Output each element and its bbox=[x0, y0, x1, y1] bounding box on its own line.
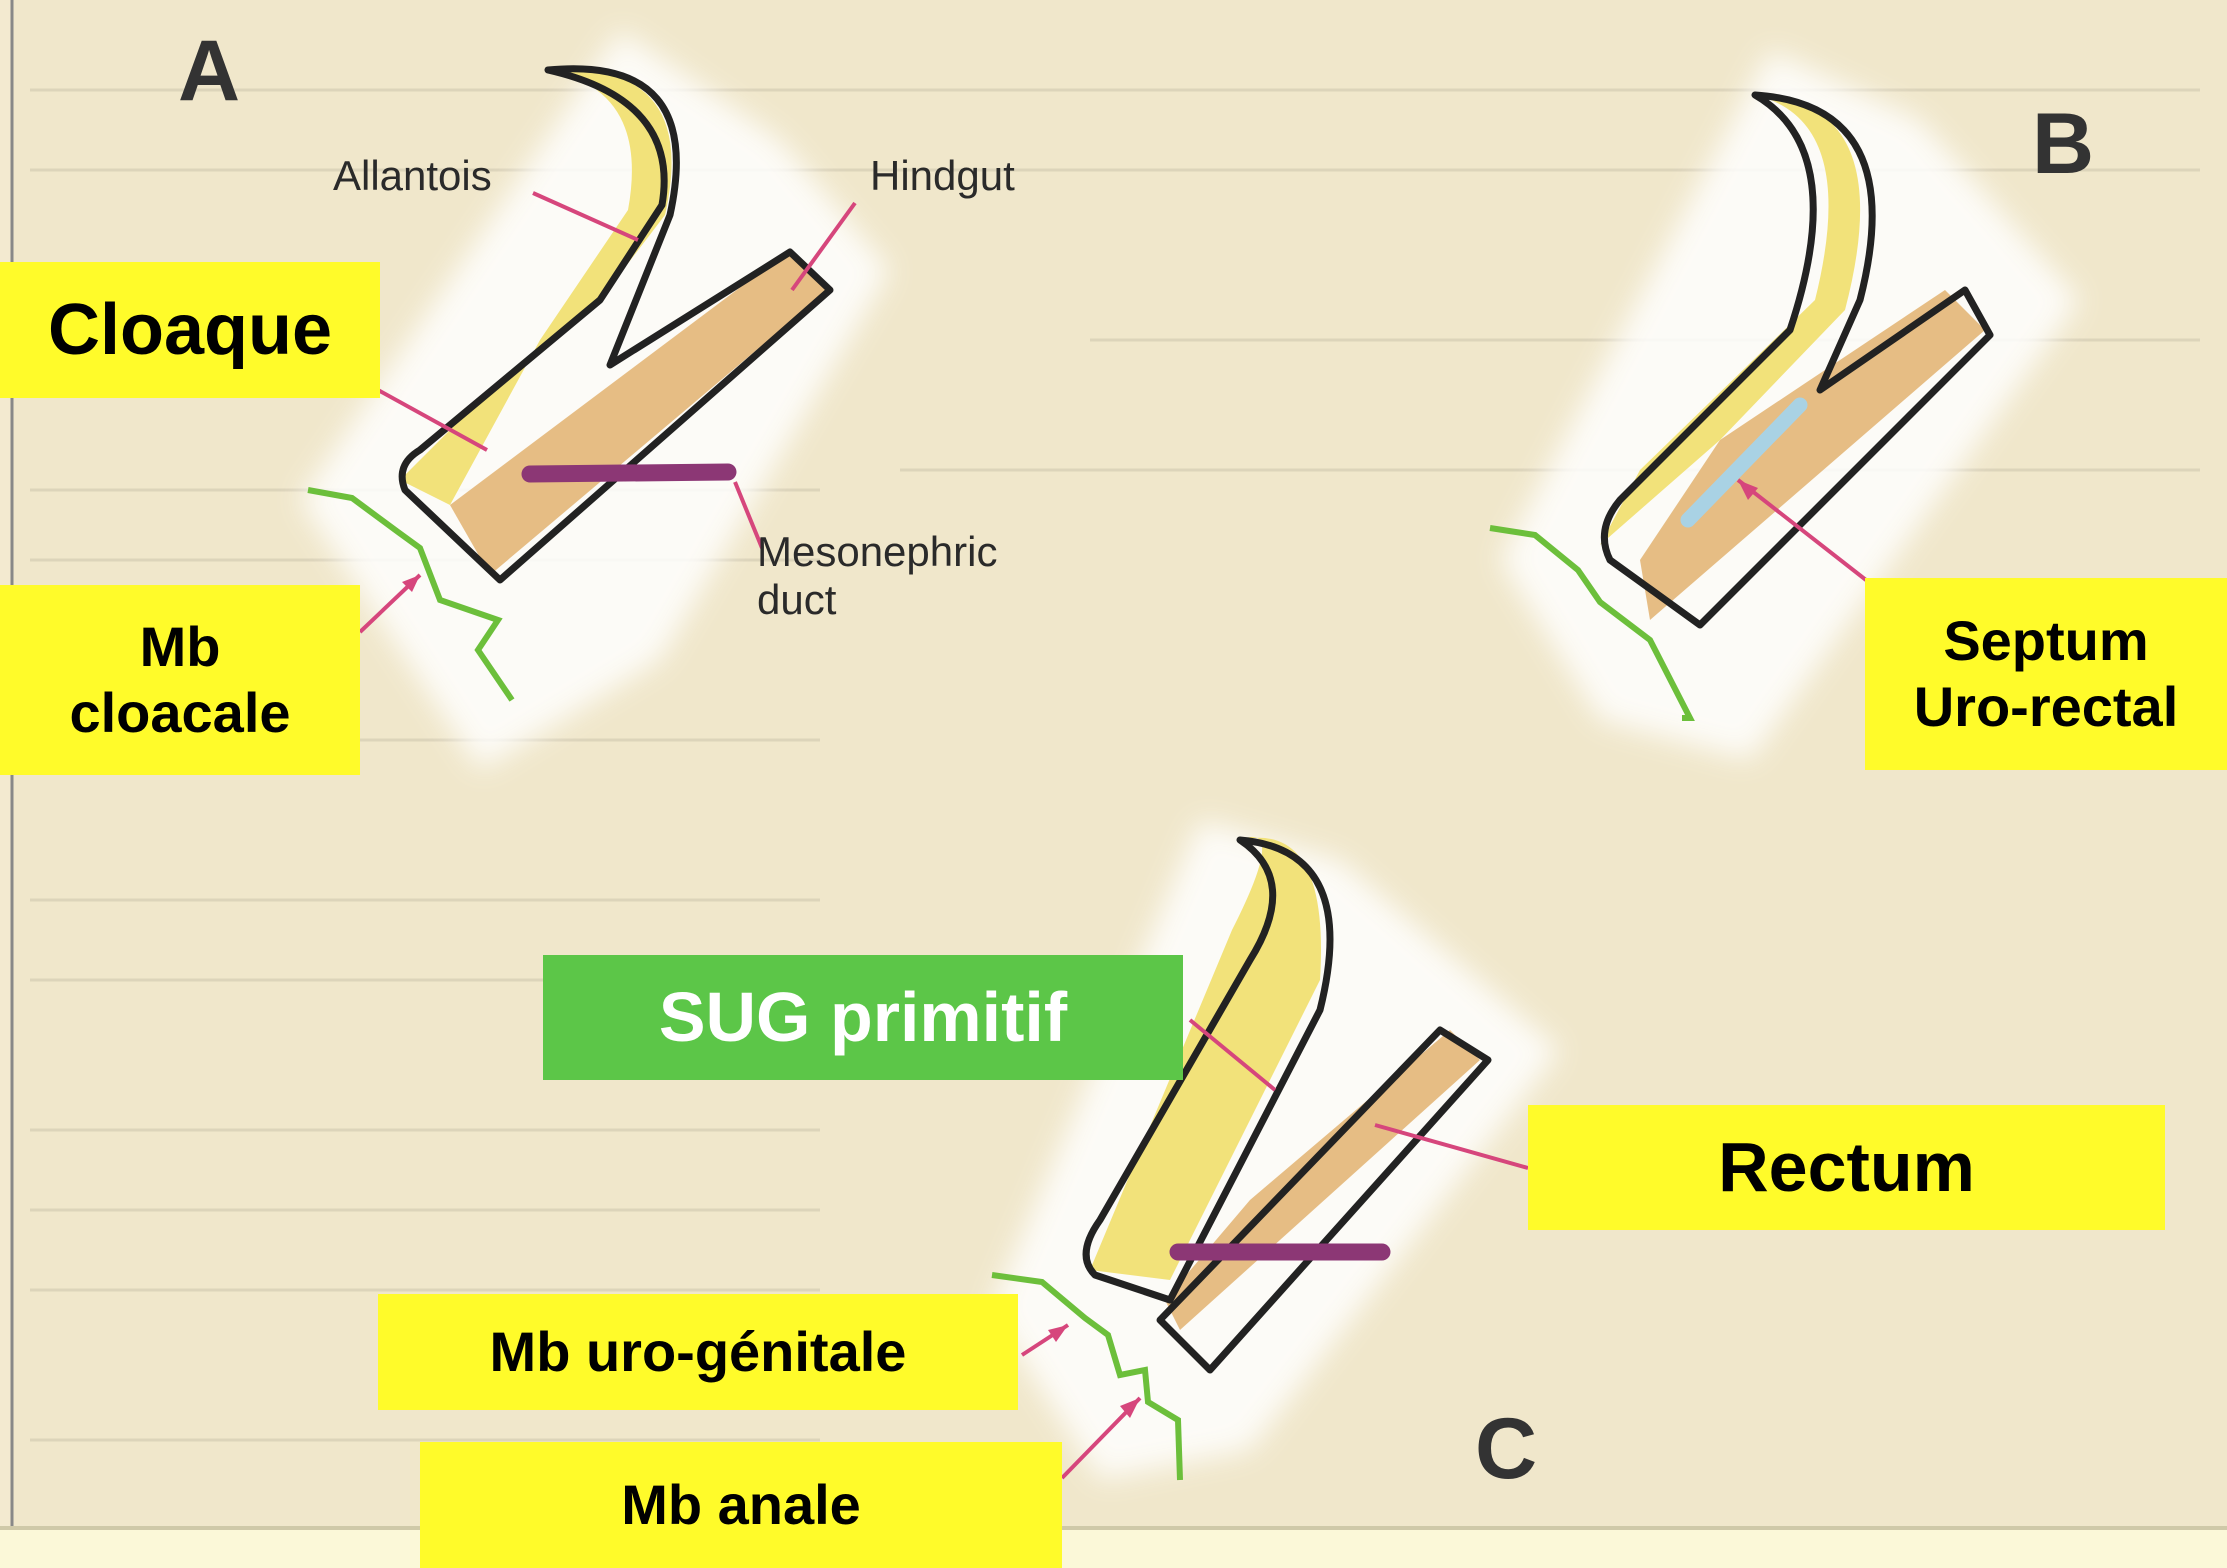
pointer-mesonephric-duct bbox=[733, 481, 764, 549]
panel-c-rectum-outline bbox=[1156, 1026, 1492, 1374]
pointer-septum-head bbox=[1738, 480, 1758, 500]
panel-a-cloaca bbox=[307, 65, 857, 702]
pointer-septum bbox=[1736, 478, 1868, 582]
panel-b-cloacal-membrane bbox=[1489, 525, 1695, 721]
label-sug-primitif: SUG primitif bbox=[543, 955, 1183, 1080]
pointer-sug-primitif bbox=[1188, 1018, 1277, 1092]
pointer-mb-uro-genitale-head bbox=[1048, 1325, 1068, 1342]
pointer-allantois bbox=[532, 191, 639, 242]
panel-letter-a: A bbox=[178, 23, 241, 119]
label-rectum: Rectum bbox=[1528, 1105, 2165, 1230]
label-cloaque: Cloaque bbox=[0, 262, 380, 398]
label-mb-cloacale: Mb cloacale bbox=[0, 585, 360, 775]
panel-b-cloaca bbox=[1489, 91, 1994, 721]
panel-c-membranes bbox=[991, 1272, 1183, 1481]
panel-a-hindgut-region bbox=[450, 250, 830, 575]
pointer-mb-anale-head bbox=[1120, 1398, 1140, 1418]
label-mb-anale: Mb anale bbox=[420, 1442, 1062, 1568]
panel-b-urogenital-region bbox=[1600, 95, 1861, 545]
panel-b-septum bbox=[1680, 397, 1808, 528]
pointer-mb-cloacale-head bbox=[402, 575, 420, 592]
label-allantois: Allantois bbox=[333, 152, 492, 199]
panel-a-cloacal-membrane bbox=[307, 487, 515, 702]
pointer-rectum bbox=[1374, 1123, 1529, 1170]
panel-letter-b: B bbox=[2032, 96, 2095, 192]
panel-b-rectum-region bbox=[1640, 290, 1985, 620]
panel-letter-c: C bbox=[1475, 1401, 1538, 1497]
panel-a-outline bbox=[398, 65, 834, 584]
label-septum-uro-rectal: Septum Uro-rectal bbox=[1865, 578, 2227, 770]
pointer-cloaque bbox=[377, 388, 488, 452]
panel-c-divided-cloaca bbox=[991, 836, 1529, 1481]
label-hindgut: Hindgut bbox=[870, 152, 1015, 199]
panel-c-urogenital-outline bbox=[1082, 836, 1334, 1304]
panel-b-outline bbox=[1600, 91, 1994, 629]
label-mesonephric-duct: Mesonephric duct bbox=[757, 528, 998, 624]
panel-c-urogenital-sinus bbox=[1090, 836, 1321, 1280]
label-mb-uro-genitale: Mb uro-génitale bbox=[378, 1294, 1018, 1410]
panel-a-mesonephric-duct bbox=[521, 463, 737, 483]
pointer-hindgut bbox=[790, 201, 857, 292]
panel-a-allantois-region bbox=[400, 69, 672, 506]
